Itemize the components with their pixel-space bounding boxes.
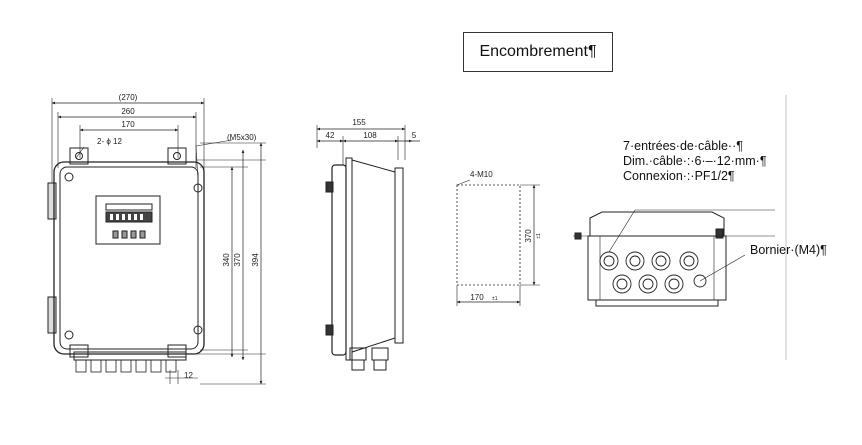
dim-mount-spacing: 170	[121, 120, 135, 129]
dim-front: 42	[326, 131, 335, 140]
dim-height-mount: 370	[233, 253, 242, 267]
dim-back: 5	[412, 131, 417, 140]
connection-note: Connexion·:·PF1/2¶	[623, 169, 735, 183]
mount-dim-height: 370	[524, 229, 533, 243]
dim-screw: (M5x30)	[227, 133, 257, 142]
dim-width-total: (270)	[119, 93, 138, 102]
terminal-label: Bornier·(M4)¶	[750, 243, 827, 257]
dim-middle: 108	[363, 131, 377, 140]
mount-holes: 4-M10	[470, 170, 493, 179]
page-title: Encombrement¶	[463, 32, 613, 72]
dim-mount-holes: 2- ϕ 12	[97, 137, 122, 146]
cable-entries-note: 7·entrées·de·câble··¶	[623, 139, 743, 153]
mount-dim-width-tol: ±1	[492, 296, 498, 302]
dim-height-inner: 340	[222, 253, 231, 267]
dim-depth-total: 155	[352, 118, 366, 127]
bottom-view	[573, 95, 787, 360]
dim-bottom: 12	[184, 371, 193, 380]
dim-width-body: 260	[121, 107, 135, 116]
mount-dim-height-tol: ±1	[536, 233, 542, 239]
dim-height-total: 394	[251, 253, 260, 267]
mount-view	[456, 179, 540, 306]
side-view	[316, 125, 420, 371]
front-view	[47, 98, 266, 385]
cable-dimension-note: Dim.·câble·:·6·–·12·mm·¶	[623, 154, 767, 168]
mount-dim-width: 170	[470, 293, 484, 302]
